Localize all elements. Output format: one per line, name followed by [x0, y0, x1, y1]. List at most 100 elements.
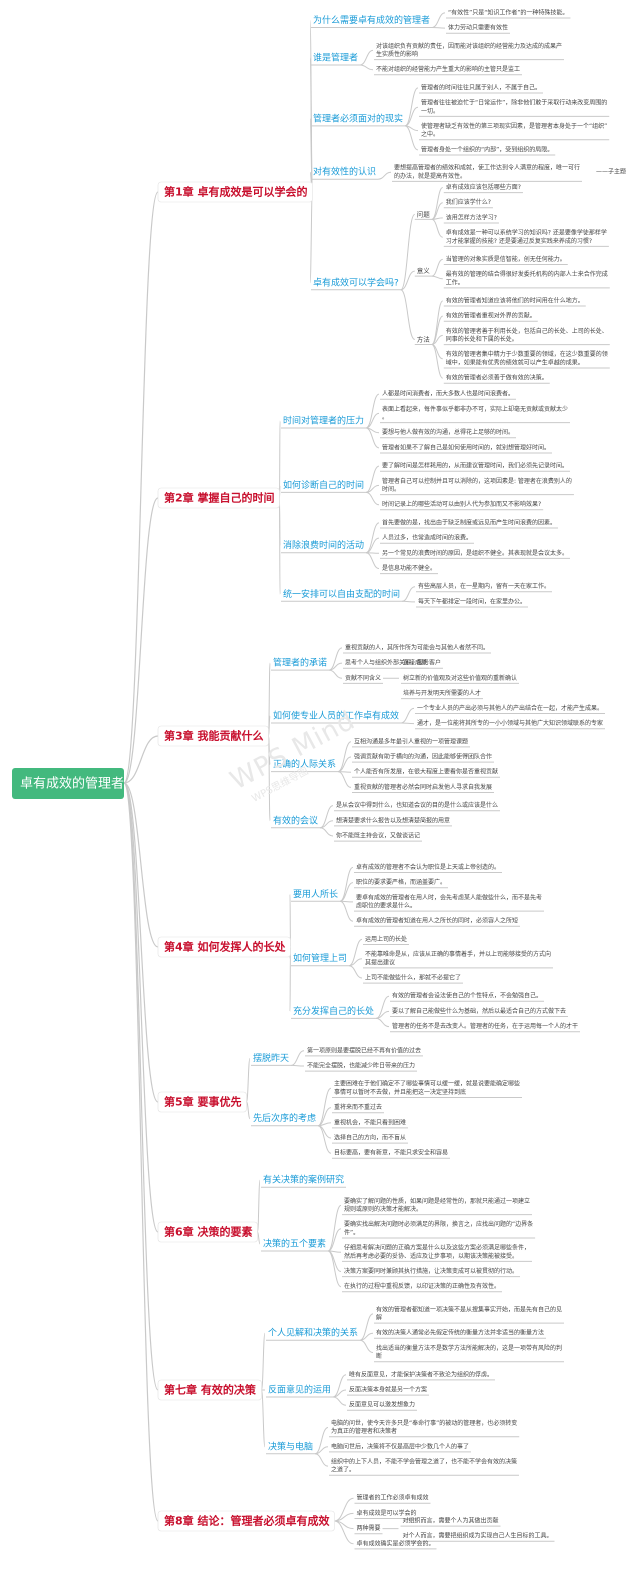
section-title[interactable]: 个人见解和决策的关系 [268, 1327, 358, 1339]
chapter-title: 第1章 卓有成效是可以学会的 [164, 185, 307, 199]
chapter-node-8[interactable]: 第8章 结论：管理者必须卓有成效 [157, 1510, 335, 1532]
connector-line [290, 1050, 305, 1066]
section-leaf-text: 人都是时间消费者，而大多数人也是时间浪费者。 [382, 390, 514, 398]
connector-line [246, 1057, 251, 1103]
section-title[interactable]: 为什么需要卓有成效的管理者 [313, 14, 430, 26]
connector-line [246, 1101, 251, 1120]
section-title[interactable]: 有关决策的案例研究 [263, 1174, 344, 1186]
connector-line [123, 782, 159, 1103]
section-leaf-text: 重视机会，不能只看到困难 [334, 1118, 406, 1126]
section-title[interactable]: 统一安排可以自由支配的时间 [283, 588, 400, 600]
section-leaf-text: 电脑的问世，使今天许多只是“奉命行事”的被动的管理者，也必须转变 [331, 1419, 517, 1427]
chapter-node-5[interactable]: 第5章 要事优先 [157, 1091, 247, 1113]
group-leaf-text: 有效的管理者集中精力于少数重要的领域，在这少数重要的领 [446, 350, 608, 358]
section-leaf-text: 虑职位的要求是什么。 [356, 902, 416, 910]
section-title[interactable]: 有效的会议 [273, 814, 318, 826]
connector-line [327, 1250, 342, 1288]
section-title[interactable]: 管理者的承诺 [273, 657, 327, 669]
connector-line [334, 1520, 354, 1545]
section-title[interactable]: 要用人所长 [293, 888, 338, 900]
section-title[interactable]: 决策与电脑 [268, 1440, 313, 1452]
section-leaf-text: 反面意见可以激发想象力 [349, 1401, 415, 1409]
connector-line [431, 344, 444, 379]
group-leaf-text: 域中，如果能有优秀的绩效就可以产生卓越的成果。 [446, 358, 584, 366]
section-leaf-text: 思考个人与组织外部关系，服务客户 [345, 659, 441, 667]
group-leaf-text: 习才能掌握的技能? 还是要通过反复实践来养成的习惯? [446, 237, 592, 245]
section-title[interactable]: 时间对管理者的压力 [283, 415, 364, 427]
group-leaf-text: 最有效的管理的结合得很好发委托机构的内部人士来合作完成 [446, 270, 608, 278]
chapter-leaf-text: 卓有成效确实是必须学会的。 [356, 1539, 434, 1547]
section-leaf-text: 第一项原则是要摆脱已经不再有价值的过去 [307, 1046, 421, 1054]
connector-line [339, 900, 354, 922]
section-title[interactable]: 先后次序的考虑 [253, 1112, 316, 1124]
connector-line [404, 125, 419, 151]
section-leaf-text: 主要困难在于他们确定不了哪些事情可以缓一缓，就是说要能确定哪些 [334, 1080, 520, 1088]
chapter-title: 第8章 结论：管理者必须卓有成效 [164, 1514, 330, 1528]
section-leaf-text: 表面上看起来，每件事似乎都非办不可，实际上却毫无贡献或贡献太少 [382, 405, 568, 413]
connector-line [123, 497, 159, 784]
section-title[interactable]: 管理者必须面对的现实 [313, 112, 403, 124]
section-leaf-text: 有效的管理者会设法使自己的个性特点，不会勉强自己。 [392, 992, 542, 1000]
connector-line [365, 412, 380, 429]
chapter-node-3[interactable]: 第3章 我能贡献什么 [157, 725, 269, 747]
section-leaf-text: 卓有成效的管理者不会认为职位是上天或上帝创造的。 [356, 863, 500, 871]
chapter-title: 第5章 要事优先 [164, 1095, 241, 1109]
connector-line [290, 1064, 305, 1067]
section-title[interactable]: 决策的五个要素 [263, 1238, 326, 1250]
section-title[interactable]: 摆脱昨天 [253, 1052, 289, 1064]
chapter-node-6[interactable]: 第6章 决策的要素 [157, 1221, 258, 1243]
connector-line [317, 1125, 332, 1154]
chapter-node-7[interactable]: 第七章 有效的决策 [157, 1379, 262, 1401]
section-title[interactable]: 如何使专业人员的工作卓有成效 [273, 709, 399, 721]
section-leaf-text: 其提出建议 [365, 958, 395, 966]
connector-line [365, 552, 380, 569]
section-leaf-text: 组织中的上下人员，不能不学会管理之道了，也不能不学会有效的决策 [331, 1458, 517, 1466]
chapter-sub-leaf-text: 对组织而言，需要个人为其做出贡献 [402, 1517, 498, 1525]
section-title[interactable]: 充分发挥自己的长处 [293, 1005, 374, 1017]
chapter-node-1[interactable]: 第1章 卓有成效是可以学会的 [157, 181, 313, 203]
section-leaf-text: 互相沟通是多年最引人重视的一项管理课题 [354, 737, 468, 745]
connector-line [431, 12, 446, 28]
group-leaf-text: 卓有成效应该包括哪些方面? [446, 183, 521, 191]
section-title[interactable]: 反面意见的运用 [268, 1384, 331, 1396]
section-leaf-text: 要卓有成效的管理者在用人时，会先考虑某人能做些什么，而不是先考 [356, 893, 542, 901]
section-leaf-text: 运用上司的长处 [365, 935, 407, 943]
connector-line [309, 191, 313, 284]
section-sub-leaf-text: 树立新的价值观及对这些价值观的重新确认 [403, 674, 517, 682]
section-leaf-text: 不能完全摆脱，也能减少昨日带来的压力 [307, 1062, 415, 1070]
connector-line [348, 938, 363, 967]
section-leaf-text: 管理者的任务不是去改变人。管理者的任务，在于运用每一个人的才干 [392, 1022, 578, 1030]
section-leaf-text: 然后再考虑必要的妥协、适应及让步事项，以期该决策能被接受。 [344, 1252, 518, 1260]
section-leaf-text: 是从会议中得到什么，也知道会议的目的是什么或应该是什么 [336, 801, 498, 809]
section-leaf-text: 有效的管理者都知道一项决策不是从搜集事实开始，而是先有自己的见 [376, 1305, 562, 1313]
section-title[interactable]: 卓有成效可以学会吗? [313, 276, 399, 288]
connector-line [261, 1332, 266, 1391]
connector-line [377, 171, 392, 180]
section-leaf-text: 首先要做的是，找出由于缺乏制度或远见而产生时间浪费的因素。 [382, 518, 556, 526]
section-leaf-text: 重将来而不重过去 [334, 1103, 382, 1111]
connector-line [431, 315, 444, 345]
section-title[interactable]: 如何管理上司 [293, 952, 347, 964]
section-leaf-text: 对该组织负有贡献的责任，因而能对该组织的经营能力及达成的成果产 [376, 42, 562, 50]
section-title[interactable]: 正确的人际关系 [273, 758, 336, 770]
connector-line [400, 707, 415, 724]
section-leaf-text: 通才，是一位能将其所专的一小小领域与其他广大知识领域联系的专家 [417, 719, 603, 727]
root-node[interactable]: 卓有成效的管理者 [12, 768, 124, 799]
chapter-node-2[interactable]: 第2章 掌握自己的时间 [157, 487, 280, 509]
chapter-leaf-text: 管理者的工作必须卓有成效 [356, 1494, 428, 1502]
section-leaf-text: 在执行的过程中重视反馈，以印证决策的正确性及有效性。 [344, 1282, 500, 1290]
chapter-node-4[interactable]: 第4章 如何发挥人的长处 [157, 936, 291, 958]
group-label: 意义 [417, 266, 431, 275]
section-leaf-text: 时间。 [382, 485, 400, 493]
connector-line [261, 1389, 266, 1448]
connector-line [431, 275, 443, 280]
section-title[interactable]: 如何诊断自己的时间 [283, 479, 364, 491]
connector-line [365, 491, 380, 506]
section-title[interactable]: 消除浪费时间的活动 [283, 539, 364, 551]
section-title[interactable]: 对有效性的认识 [313, 166, 376, 178]
section-title[interactable]: 谁是管理者 [313, 52, 358, 64]
connector-line [337, 756, 352, 773]
connector-line [431, 300, 444, 345]
section-leaf-text: 另一个常见的浪费时间的原因，是组织不健全。其表现就是会议太多。 [382, 549, 568, 557]
